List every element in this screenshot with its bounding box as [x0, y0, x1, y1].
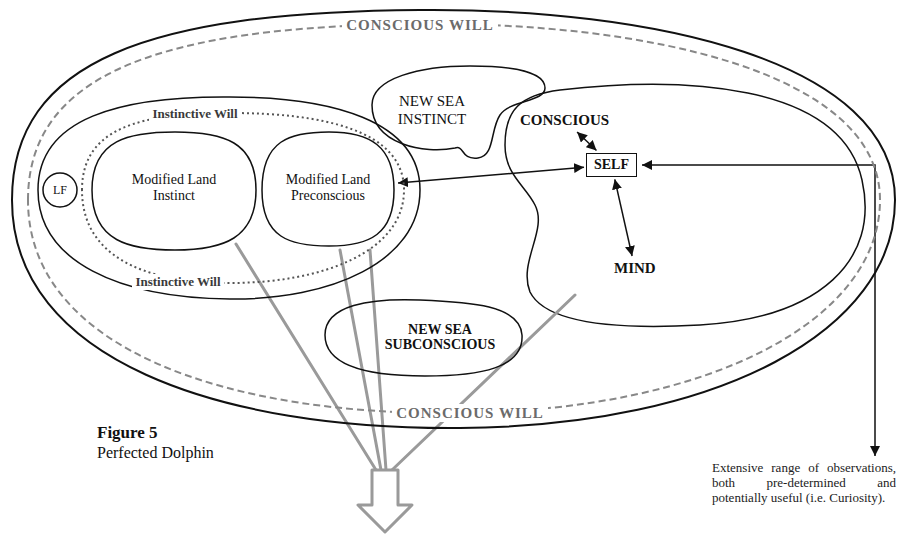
output-line: [236, 244, 376, 470]
sea-subconscious-region: NEW SEA SUBCONSCIOUS: [324, 298, 524, 378]
outer-body-outline: [10, 8, 898, 432]
outline-path: [92, 132, 256, 250]
outline-path: [262, 132, 394, 246]
land-preconscious-lobe: Modified Land Preconscious: [262, 132, 396, 246]
instinct-region-outline: [36, 94, 424, 302]
output-line: [370, 250, 386, 470]
outline-path: [12, 10, 895, 428]
will-label: CONSCIOUS WILL: [392, 404, 548, 422]
connector-arrow: [577, 132, 596, 151]
note-text: Extensive range of observations, both pr…: [712, 461, 896, 506]
will-label: CONSCIOUS WILL: [342, 16, 498, 34]
land-instinct-lobe: Modified Land Instinct: [92, 132, 256, 250]
self-box: SELF: [586, 153, 637, 178]
outline-path: [38, 97, 420, 299]
mind-label-node: MIND: [611, 258, 659, 278]
outline-path: [82, 113, 404, 283]
observation-arrow: [642, 165, 875, 456]
region-label: Modified Land Instinct: [124, 172, 224, 204]
figure-caption: Perfected Dolphin: [97, 443, 214, 462]
region-label: NEW SEA SUBCONSCIOUS: [380, 322, 500, 353]
output-line: [340, 250, 381, 470]
region-label: MIND: [614, 259, 656, 277]
output-lines: [236, 244, 575, 470]
lf-circle: LF: [42, 172, 78, 208]
box-label: SELF: [594, 157, 629, 174]
connector-arrow: [398, 167, 584, 183]
outline-path: [43, 173, 77, 207]
instinct-region: Instinctive WillInstinctive WillLFModifi…: [36, 94, 424, 302]
output-line: [392, 295, 575, 470]
conscious-region-outline: [505, 84, 865, 326]
region-label: CONSCIOUS: [520, 111, 609, 129]
circle-label: LF: [53, 183, 67, 197]
region-label: Modified Land Preconscious: [278, 172, 378, 204]
output-hollow-arrow: [358, 470, 412, 532]
conscious-label-node: CONSCIOUS: [517, 110, 612, 130]
connector-arrow: [615, 179, 632, 256]
will-label: Instinctive Will: [149, 106, 240, 122]
outline-path: [28, 24, 880, 413]
outline-path: [325, 300, 522, 376]
region-label: NEW SEA INSTINCT: [387, 92, 477, 128]
will-label: Instinctive Will: [132, 274, 223, 290]
outer-body: CONSCIOUS WILL CONSCIOUS WILL Instinctive …: [10, 8, 898, 432]
outline-path: [372, 66, 545, 158]
figure-number: Figure 5: [97, 423, 158, 443]
